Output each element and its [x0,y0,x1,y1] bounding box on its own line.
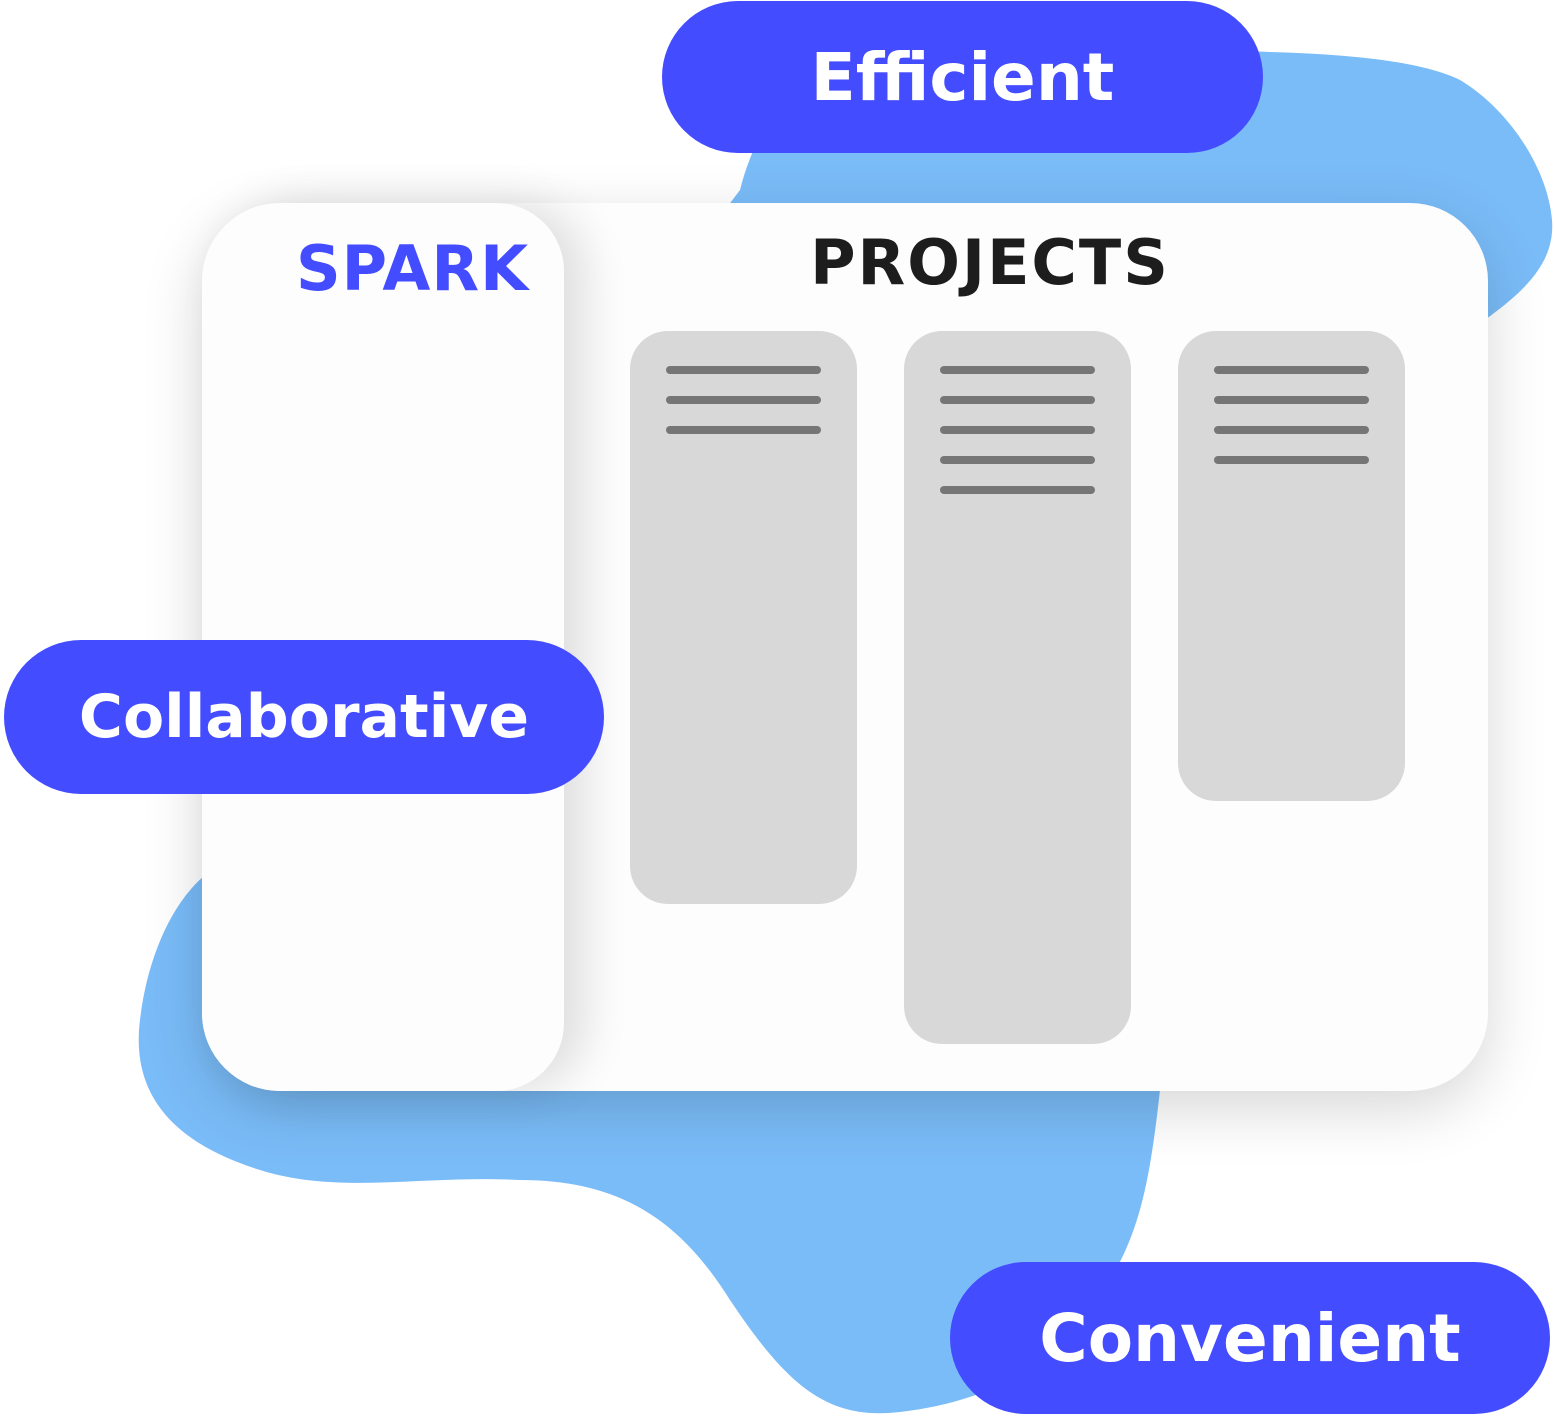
card-text-line [1214,396,1369,404]
collaborative-badge: Collaborative [4,640,604,794]
efficient-badge: Efficient [662,1,1263,153]
card-text-line [940,396,1095,404]
page-title: PROJECTS [810,226,1170,299]
card-text-line [666,396,821,404]
project-column[interactable] [1178,331,1405,801]
brand-logo: SPARK [296,232,530,305]
efficient-badge-label: Efficient [810,38,1115,116]
card-text-line [940,456,1095,464]
card-text-line [1214,456,1369,464]
convenient-badge: Convenient [950,1262,1550,1414]
collaborative-badge-label: Collaborative [78,682,530,752]
project-column[interactable] [904,331,1131,1044]
card-text-line [1214,426,1369,434]
card-text-line [940,486,1095,494]
convenient-badge-label: Convenient [1039,1299,1461,1377]
card-text-line [1214,366,1369,374]
card-text-line [940,426,1095,434]
card-text-line [940,366,1095,374]
card-text-line [666,426,821,434]
card-text-line [666,366,821,374]
project-column[interactable] [630,331,857,904]
